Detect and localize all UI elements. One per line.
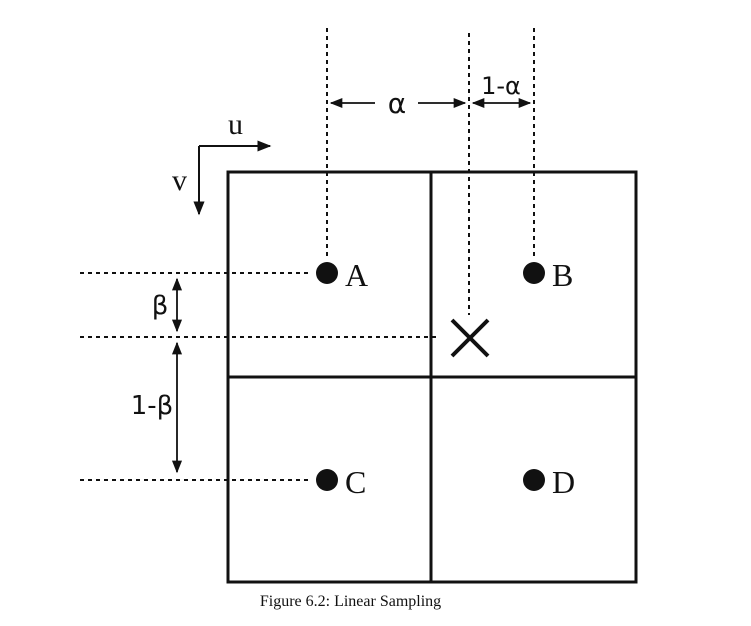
v-axis-label: v xyxy=(172,164,187,197)
point-c-label: C xyxy=(345,464,366,500)
point-a-dot xyxy=(316,262,338,284)
one-minus-alpha-label: 1-α xyxy=(481,72,521,100)
u-axis-label: u xyxy=(228,108,243,141)
dimension-arrows xyxy=(171,97,532,474)
figure-caption: Figure 6.2: Linear Sampling xyxy=(259,593,442,610)
uv-axes xyxy=(193,140,272,216)
point-d-label: D xyxy=(552,464,575,500)
alpha-label: α xyxy=(388,87,406,120)
point-b-dot xyxy=(523,262,545,284)
point-d-dot xyxy=(523,469,545,491)
beta-label: β xyxy=(152,291,169,321)
point-c-dot xyxy=(316,469,338,491)
guide-lines xyxy=(80,28,535,481)
texel-grid xyxy=(226,170,638,584)
point-b-label: B xyxy=(552,257,573,293)
one-minus-beta-label: 1-β xyxy=(131,391,174,421)
sample-cross-icon xyxy=(450,318,490,358)
point-a-label: A xyxy=(345,257,368,293)
